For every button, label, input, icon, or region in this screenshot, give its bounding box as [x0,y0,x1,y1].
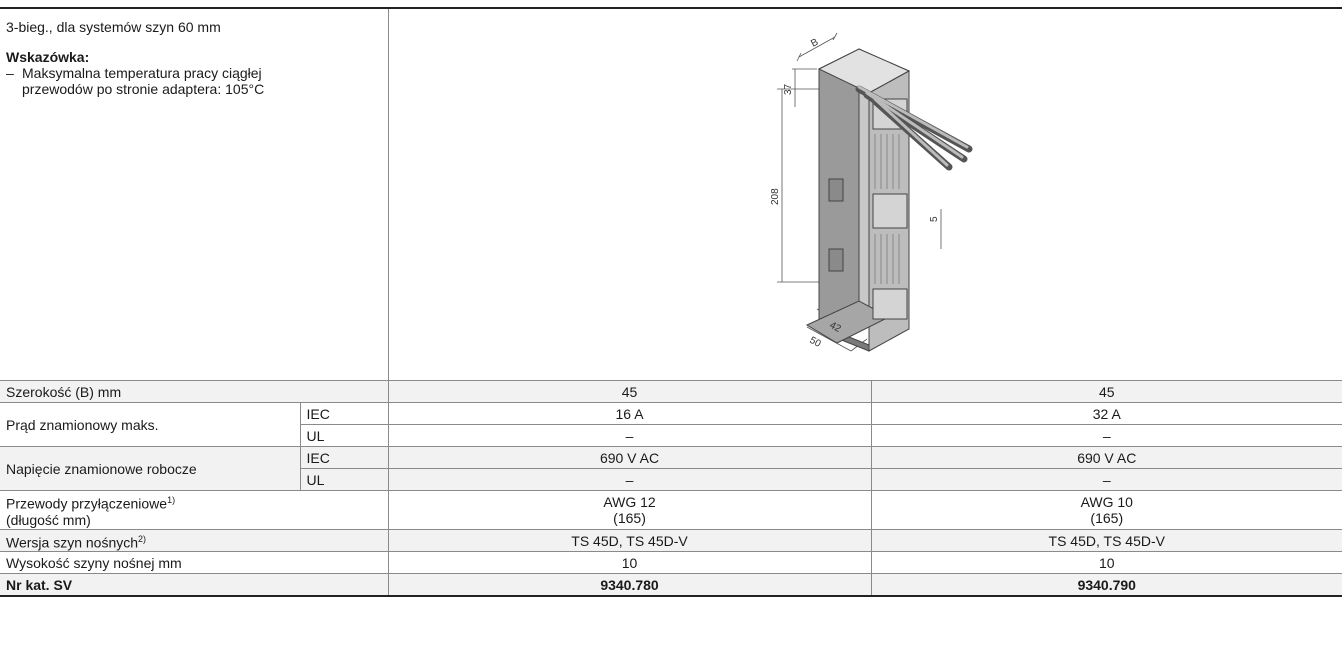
hint-text: – Maksymalna temperatura pracy ciągłej p… [6,65,382,97]
cell-value: 16 A [388,402,872,425]
cell-value: – [388,424,872,447]
part-number: 9340.780 [388,573,872,597]
cell-value: AWG 10 (165) [871,490,1342,530]
table-row: Wysokość szyny nośnej mm 10 10 [0,551,1342,574]
table-row: Nr kat. SV 9340.780 9340.790 [0,573,1342,597]
product-spec-table: 3-bieg., dla systemów szyn 60 mm Wskazów… [0,7,1342,597]
cell-value: TS 45D, TS 45D-V [388,529,872,552]
cell-value: 45 [871,380,1342,403]
row-label: Prąd znamionowy maks. [0,402,301,447]
part-number: 9340.790 [871,573,1342,597]
dim-label-208: 208 [770,188,781,205]
cables-label: Przewody przyłączeniowe [6,495,168,512]
table-row: Prąd znamionowy maks. IEC 16 A 32 A [0,402,1342,447]
product-description: 3-bieg., dla systemów szyn 60 mm [6,19,221,35]
table-row: Szerokość (B) mm 45 45 [0,380,1342,403]
cell-value: AWG 12 (165) [388,490,872,530]
row-label: Wysokość szyny nośnej mm [0,551,389,574]
hint-dash: – [6,65,14,81]
footnote-2: 2) [138,533,147,544]
dim-label-37: 37 [783,83,794,95]
description-cell: 3-bieg., dla systemów szyn 60 mm Wskazów… [0,7,389,381]
cell-value: 32 A [871,402,1342,425]
table-row: Wersja szyn nośnych2) TS 45D, TS 45D-V T… [0,529,1342,552]
standard-label: IEC [300,446,389,469]
cell-value: 10 [871,551,1342,574]
table-row: Przewody przyłączeniowe1) (długość mm) A… [0,490,1342,530]
cell-value: – [388,468,872,491]
standard-label: IEC [300,402,389,425]
standard-label: UL [300,468,389,491]
cell-value: 45 [388,380,872,403]
busbar-adapter-drawing: B 37 208 5 42 50 [770,32,973,352]
product-drawing-cell: B 37 208 5 42 50 [388,7,1342,381]
cables-label-length: (długość mm) [6,511,91,528]
cell-value: 10 [388,551,872,574]
cell-value: 690 V AC [388,446,872,469]
standard-label: UL [300,424,389,447]
row-label: Wersja szyn nośnych2) [0,529,389,552]
cell-value: 690 V AC [871,446,1342,469]
row-label: Przewody przyłączeniowe1) (długość mm) [0,490,389,530]
cell-value: – [871,424,1342,447]
table-row: Napięcie znamionowe robocze IEC 690 V AC… [0,446,1342,491]
hint-line-2: przewodów po stronie adaptera: 105°C [22,81,265,97]
footnote-1: 1) [167,495,176,506]
table-row: UL – – [0,468,1342,491]
cell-value: TS 45D, TS 45D-V [871,529,1342,552]
row-label: Nr kat. SV [0,573,389,597]
dim-label-42: 42 [827,320,842,335]
row-label: Napięcie znamionowe robocze [0,446,301,491]
dim-label-50: 50 [807,335,822,350]
dim-label-b: B [809,37,820,50]
dim-label-5: 5 [929,216,940,222]
hint-heading: Wskazówka: [6,49,90,65]
hint-line-1: Maksymalna temperatura pracy ciągłej [22,65,262,81]
cell-value: – [871,468,1342,491]
row-label: Szerokość (B) mm [0,380,389,403]
table-row: UL – – [0,424,1342,447]
header-row: 3-bieg., dla systemów szyn 60 mm Wskazów… [0,7,1342,381]
